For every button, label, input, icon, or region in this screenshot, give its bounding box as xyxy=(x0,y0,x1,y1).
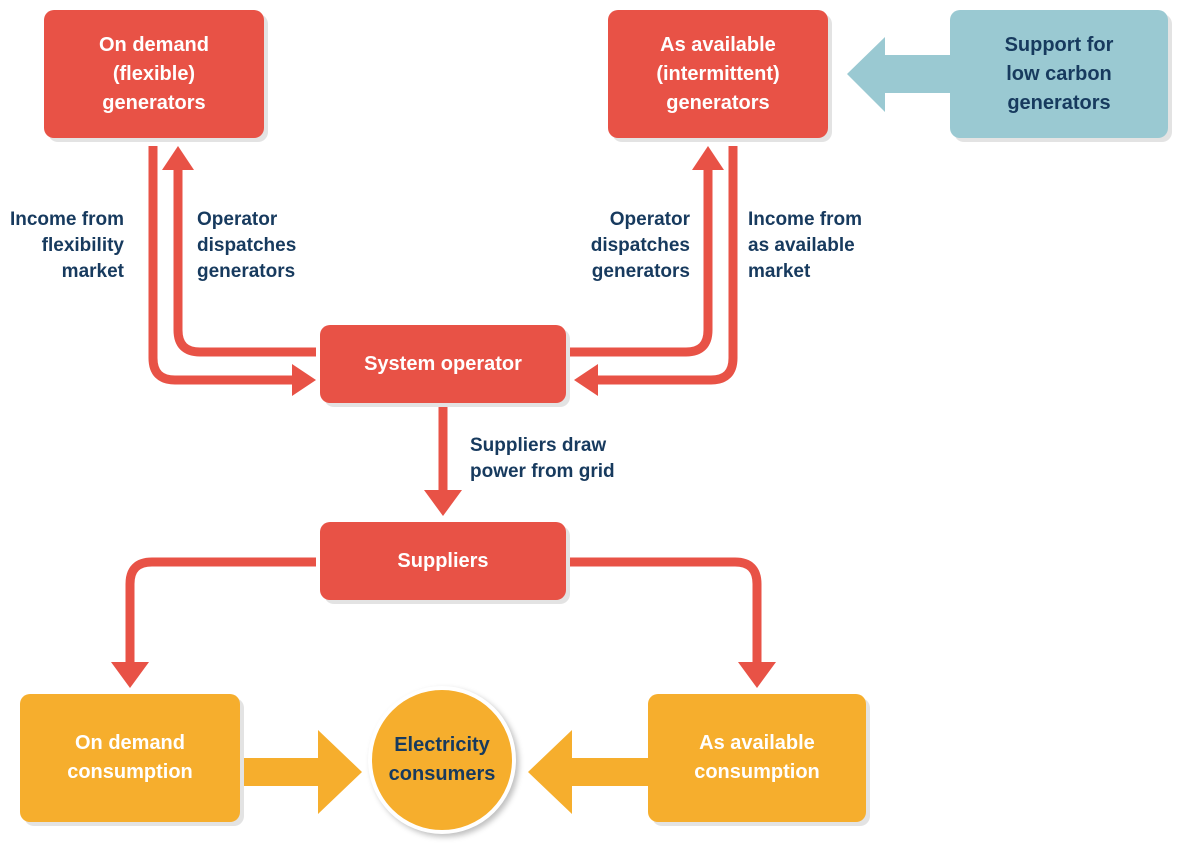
arrow-income-flexibility xyxy=(148,146,300,385)
suppliers-box: Suppliers xyxy=(320,522,566,600)
label-income-as-available: Income from as available market xyxy=(748,209,863,282)
arrowhead-dispatch-left xyxy=(162,146,194,170)
as-available-consumption-box: As available consumption xyxy=(648,694,866,822)
arrow-to-on-demand-consumption xyxy=(125,557,316,662)
electricity-consumers-circle: Electricity consumers xyxy=(368,686,516,834)
on-demand-generators-box: On demand (flexible) generators xyxy=(44,10,264,138)
arrowhead-as-available-consumption xyxy=(738,662,776,688)
label-operator-dispatches-right: Operator dispatches generators xyxy=(590,209,690,282)
arrow-to-as-available-consumption xyxy=(570,557,762,662)
label-operator-dispatches-left: Operator dispatches generators xyxy=(197,209,297,282)
as-available-generators-box: As available (intermittent) generators xyxy=(608,10,828,138)
label-suppliers-draw-power: Suppliers draw power from grid xyxy=(470,435,615,482)
arrowhead-suppliers-draw xyxy=(424,490,462,516)
arrowhead-income-as-available xyxy=(574,364,598,396)
arrow-on-demand-to-consumers xyxy=(242,730,362,814)
arrowhead-dispatch-right xyxy=(692,146,724,170)
label-income-flexibility: Income from flexibility market xyxy=(9,209,124,282)
arrow-support-low-carbon xyxy=(847,37,950,112)
arrow-income-as-available xyxy=(592,146,738,385)
arrowhead-on-demand-consumption xyxy=(111,662,149,688)
arrowhead-income-flexibility xyxy=(292,364,316,396)
arrow-dispatch-right xyxy=(568,165,713,357)
support-low-carbon-box: Support for low carbon generators xyxy=(950,10,1168,138)
arrow-as-available-to-consumers xyxy=(528,730,648,814)
system-operator-box: System operator xyxy=(320,325,566,403)
on-demand-consumption-box: On demand consumption xyxy=(20,694,240,822)
arrow-dispatch-left xyxy=(173,165,316,357)
